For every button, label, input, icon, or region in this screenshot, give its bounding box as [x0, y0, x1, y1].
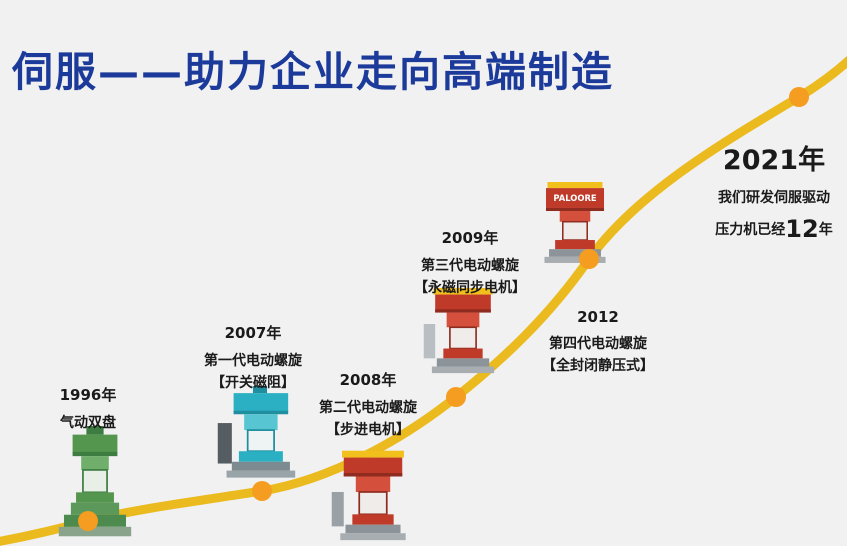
finale-line2-prefix: 压力机已经: [715, 222, 786, 238]
milestone-2012-detail: 【全封闭静压式】: [542, 358, 654, 375]
milestone-2012: 2012 第四代电动螺旋 【全封闭静压式】: [518, 308, 678, 378]
machine-brand-label: PALOORE: [553, 193, 597, 203]
milestone-dot-2021: [789, 87, 809, 107]
page-title: 伺服——助力企业走向高端制造: [12, 48, 614, 96]
milestone-dot-2008: [446, 387, 466, 407]
milestone-2007-detail: 【开关磁阻】: [211, 375, 295, 392]
milestone-2008-detail: 【步进电机】: [326, 422, 410, 439]
milestone-2012-year: 2012: [577, 308, 619, 326]
finale-year: 2021年: [722, 145, 826, 176]
finale-years-count: 12: [785, 215, 819, 243]
machine-2012-press-image: PALOORE: [544, 182, 606, 263]
finale-line2: 压力机已经12年: [688, 215, 847, 243]
milestone-1996-year: 1996年: [59, 386, 117, 404]
milestone-2009-desc: 第三代电动螺旋: [421, 258, 519, 274]
milestone-2007-year: 2007年: [224, 324, 282, 342]
machine-2008-press-image: [331, 450, 406, 541]
milestone-2008-year: 2008年: [339, 371, 397, 389]
finale-line2-suffix: 年: [818, 222, 833, 238]
machine-1996-pneumatic-press-image: [58, 426, 132, 537]
milestone-2008-desc: 第二代电动螺旋: [319, 400, 417, 416]
machine-2007-press-image: [217, 386, 296, 478]
milestone-2007-desc: 第一代电动螺旋: [204, 353, 302, 369]
machine-2009-press-image: [423, 288, 495, 374]
milestone-2007: 2007年 第一代电动螺旋 【开关磁阻】: [178, 322, 328, 395]
milestone-2009-year: 2009年: [441, 229, 499, 247]
milestone-dot-2007: [252, 481, 272, 501]
finale-line1: 我们研发伺服驱动: [718, 190, 830, 206]
milestone-2012-desc: 第四代电动螺旋: [549, 336, 647, 352]
milestone-2009: 2009年 第三代电动螺旋 【永磁同步电机】: [388, 227, 552, 300]
milestone-1996: 1996年 气动双盘: [36, 384, 140, 434]
milestone-2021: 2021年 我们研发伺服驱动 压力机已经12年: [688, 138, 847, 243]
milestone-2008: 2008年 第二代电动螺旋 【步进电机】: [293, 369, 443, 442]
milestone-1996-desc: 气动双盘: [60, 415, 116, 431]
milestone-2009-detail: 【永磁同步电机】: [414, 280, 526, 297]
